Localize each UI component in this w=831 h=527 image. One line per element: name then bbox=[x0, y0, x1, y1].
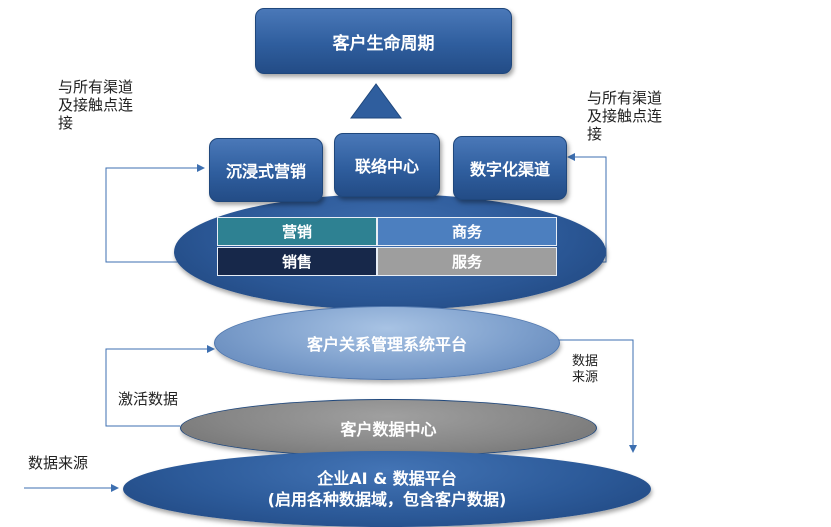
ai-data-platform-ellipse: 企业AI & 数据平台 (启用各种数据域，包含客户数据) bbox=[123, 451, 651, 527]
customer-data-center-ellipse: 客户数据中心 bbox=[180, 399, 597, 457]
activate-data-note: 激活数据 bbox=[118, 390, 179, 408]
grid-cell-marketing-label: 营销 bbox=[281, 223, 312, 241]
grid-cell-service: 服务 bbox=[377, 247, 557, 276]
grid-cell-service-label: 服务 bbox=[451, 253, 482, 271]
digital-channel-box: 数字化渠道 bbox=[453, 136, 567, 200]
left-channel-note-line1: 与所有渠道 bbox=[58, 78, 134, 96]
crm-platform-label: 客户关系管理系统平台 bbox=[306, 335, 467, 354]
immersive-marketing-label: 沉浸式营销 bbox=[225, 162, 306, 181]
immersive-marketing-box: 沉浸式营销 bbox=[209, 138, 323, 202]
ai-platform-subtitle: (启用各种数据域，包含客户数据) bbox=[267, 490, 507, 509]
data-source-right-connector bbox=[558, 339, 637, 453]
customer-data-center-label: 客户数据中心 bbox=[340, 420, 437, 439]
grid-cell-sales-label: 销售 bbox=[281, 253, 312, 271]
data-source-left-note: 数据来源 bbox=[28, 454, 89, 472]
grid-cell-commerce-label: 商务 bbox=[451, 223, 482, 241]
crm-platform-ellipse: 客户关系管理系统平台 bbox=[214, 306, 560, 380]
ai-platform-title: 企业AI & 数据平台 bbox=[317, 469, 457, 488]
left-channel-connector bbox=[105, 164, 215, 263]
up-triangle-icon bbox=[350, 83, 402, 119]
activate-data-connector bbox=[105, 345, 215, 427]
customer-lifecycle-box: 客户生命周期 bbox=[255, 8, 512, 74]
left-channel-note: 与所有渠道 及接触点连 接 bbox=[58, 78, 133, 132]
digital-channel-label: 数字化渠道 bbox=[469, 160, 550, 179]
data-source-right-note: 数据 来源 bbox=[572, 354, 598, 386]
contact-center-box: 联络中心 bbox=[334, 133, 440, 197]
grid-cell-commerce: 商务 bbox=[377, 217, 557, 246]
right-channel-note: 与所有渠道 及接触点连 接 bbox=[587, 89, 662, 143]
grid-cell-sales: 销售 bbox=[217, 247, 377, 276]
right-channel-note-line2: 及接触点连 bbox=[587, 107, 663, 125]
left-channel-note-line2: 及接触点连 bbox=[58, 96, 134, 114]
grid-cell-marketing: 营销 bbox=[217, 217, 377, 246]
data-source-right-line1: 数据 bbox=[572, 354, 599, 369]
customer-lifecycle-label: 客户生命周期 bbox=[332, 33, 435, 54]
right-channel-note-line1: 与所有渠道 bbox=[587, 89, 663, 107]
contact-center-label: 联络中心 bbox=[354, 157, 419, 176]
data-source-right-line2: 来源 bbox=[572, 370, 599, 385]
right-channel-note-line3: 接 bbox=[587, 125, 603, 143]
left-channel-note-line3: 接 bbox=[58, 114, 74, 132]
